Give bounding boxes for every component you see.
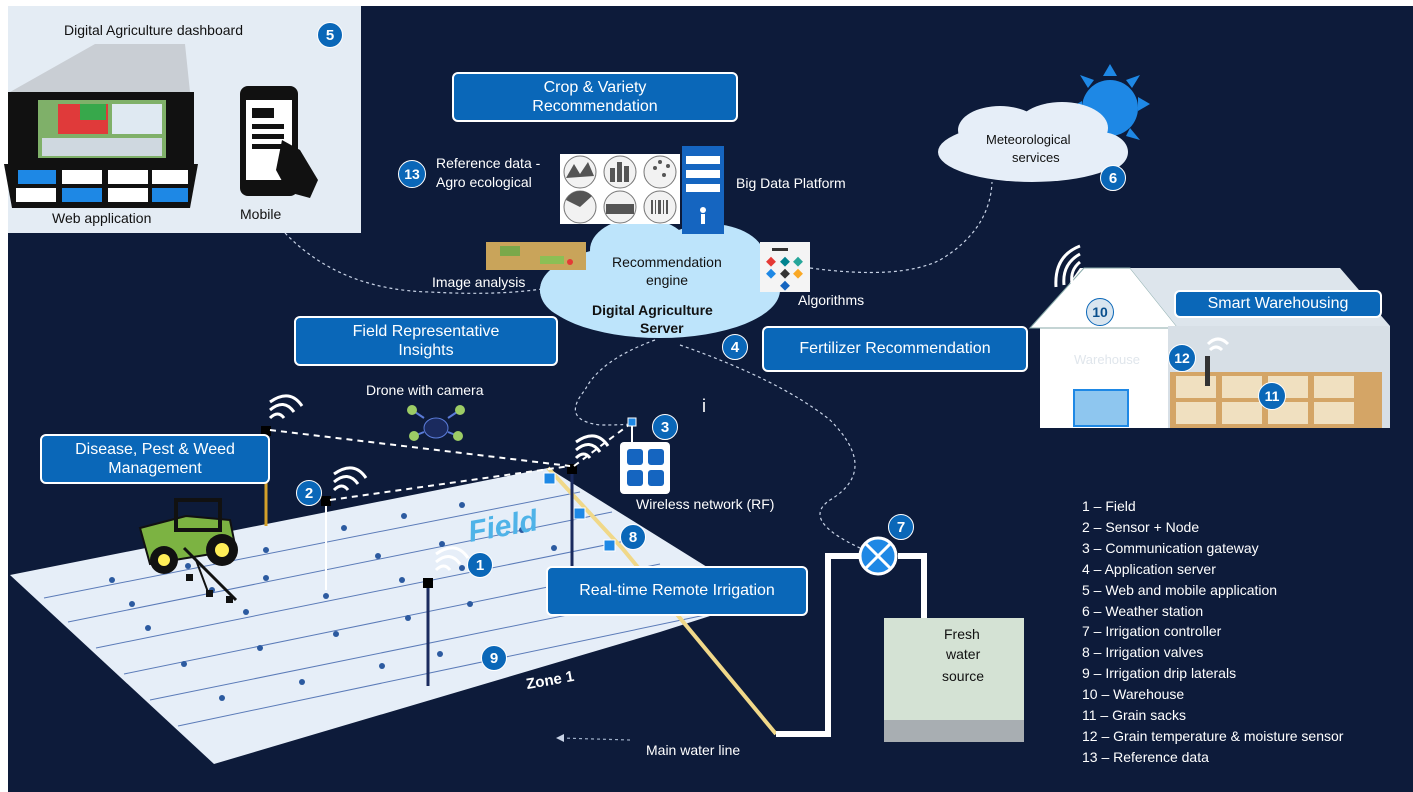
smart-warehousing-box: Smart Warehousing (1174, 290, 1382, 318)
reference-data-line2: Agro ecological (436, 174, 532, 190)
met-line2: services (1012, 150, 1060, 165)
algorithms-label: Algorithms (798, 292, 865, 308)
badge-2: 2 (296, 480, 322, 506)
irrigation-box: Real-time Remote Irrigation (546, 566, 808, 616)
badge-5: 5 (317, 22, 343, 48)
badge-3: 3 (652, 414, 678, 440)
legend-item: 5 – Web and mobile application (1082, 581, 1278, 598)
badge-8: 8 (620, 524, 646, 550)
drip-emitters (109, 502, 603, 701)
legend: 1 – Field 2 – Sensor + Node 3 – Communic… (1082, 496, 1343, 768)
sensor-nodes (261, 426, 577, 686)
field-box-line1: Field Representative (352, 322, 500, 340)
badge-7: 7 (888, 514, 914, 540)
met-connector (809, 181, 993, 274)
irrigation-controller-icon (858, 536, 898, 576)
drone-icon (407, 405, 465, 441)
water-arrow-head (556, 734, 564, 742)
badge-1: 1 (467, 552, 493, 578)
fertilizer-box: Fertilizer Recommendation (762, 326, 1028, 372)
dashboard-title: Digital Agriculture dashboard (64, 22, 243, 38)
stray-i-label: i (702, 396, 706, 416)
fresh-line1: Fresh (944, 626, 980, 642)
warehouse-wifi-icon (1054, 244, 1081, 288)
crop-box-line1: Crop & Variety (543, 78, 647, 96)
reference-data-line1: Reference data - (436, 155, 541, 171)
legend-item: 1 – Field (1082, 498, 1136, 514)
field-box-line2: Insights (398, 342, 454, 359)
met-line1: Meteorological (986, 132, 1071, 147)
legend-item: 4 – Application server (1082, 560, 1216, 577)
warehouse-label: Warehouse (1074, 352, 1140, 367)
gateway-connector (574, 339, 656, 426)
fresh-line2: water (946, 646, 981, 662)
recommendation-line2: engine (646, 272, 689, 288)
badge-11: 11 (1258, 382, 1286, 410)
image-analysis-label: Image analysis (432, 274, 526, 290)
badge-4: 4 (722, 334, 748, 360)
badge-13: 13 (398, 160, 426, 188)
main-water-line-label: Main water line (646, 742, 741, 758)
disease-box-line2: Management (108, 460, 202, 477)
legend-item: 13 – Reference data (1082, 748, 1209, 765)
meteorological-cloud (938, 102, 1128, 182)
recommendation-line1: Recommendation (612, 254, 722, 270)
server-line2: Server (640, 320, 684, 336)
dashboard-roof (10, 44, 190, 92)
server-line1: Digital Agriculture (592, 302, 713, 318)
big-data-label: Big Data Platform (736, 175, 846, 191)
communication-gateway-icon (620, 417, 670, 494)
sensor-links (269, 423, 631, 501)
legend-item: 12 – Grain temperature & moisture sensor (1082, 727, 1344, 744)
badge-6: 6 (1100, 165, 1126, 191)
dashboard-connector (284, 232, 549, 294)
controller-connector (679, 344, 861, 549)
badge-10: 10 (1086, 298, 1114, 326)
big-data-server-icon (682, 146, 724, 234)
reference-data-icons (560, 154, 680, 224)
crop-box-line2: Recommendation (532, 98, 658, 115)
legend-item: 3 – Communication gateway (1082, 539, 1259, 556)
disease-box-line1: Disease, Pest & Weed (75, 440, 235, 458)
wifi-icons (268, 337, 1230, 572)
mobile-label: Mobile (240, 206, 282, 222)
mobile-phone-icon (240, 86, 318, 198)
water-tank-base (884, 720, 1024, 742)
fresh-line3: source (942, 668, 985, 684)
tractor-icon (138, 498, 238, 603)
server-cloud (540, 218, 780, 338)
legend-item: 8 – Irrigation valves (1082, 644, 1204, 661)
legend-item: 11 – Grain sacks (1082, 707, 1187, 724)
web-application-label: Web application (52, 210, 152, 226)
algorithms-icon (760, 242, 810, 292)
image-analysis-thumbnail (486, 242, 586, 270)
drone-label: Drone with camera (366, 382, 484, 398)
legend-item: 6 – Weather station (1082, 602, 1204, 619)
legend-item: 7 – Irrigation controller (1082, 623, 1222, 640)
laptop-icon (4, 92, 198, 208)
badge-9: 9 (481, 645, 507, 671)
legend-item: 10 – Warehouse (1082, 686, 1185, 703)
connector-lines (284, 181, 993, 741)
legend-item: 9 – Irrigation drip laterals (1082, 665, 1237, 682)
badge-12: 12 (1168, 344, 1196, 372)
wireless-label: Wireless network (RF) (636, 496, 775, 512)
irrigation-valves (543, 472, 616, 552)
legend-item: 2 – Sensor + Node (1082, 518, 1200, 535)
